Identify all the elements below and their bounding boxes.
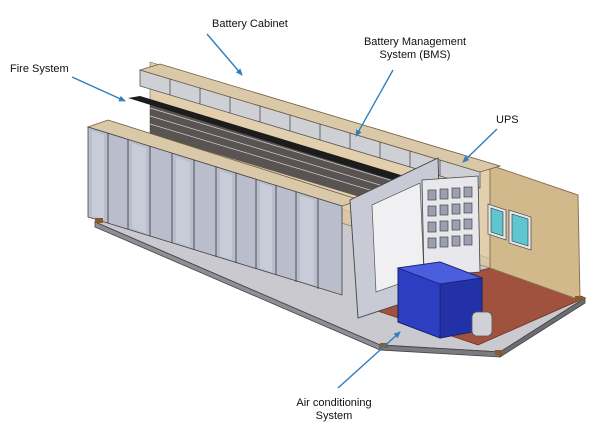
label-bms-line2: System (BMS): [379, 49, 451, 61]
label-battery-cabinet: Battery Cabinet: [212, 18, 288, 30]
front-cabinet-row: [86, 119, 362, 296]
label-bms-line1: Battery Management: [363, 36, 467, 48]
back-cabinet-row: [138, 63, 502, 189]
container-feet: [95, 218, 583, 355]
air-conditioning-unit: [396, 261, 493, 339]
label-air-conditioning: Air conditioning System: [286, 397, 382, 423]
label-ups: UPS: [496, 114, 519, 126]
label-air-line1: Air conditioning: [296, 397, 372, 409]
label-bms: Battery Management System (BMS): [352, 36, 478, 62]
arrow-icon: [71, 33, 498, 389]
fire-system-strip: [128, 96, 470, 200]
window-panels: [487, 203, 532, 251]
label-air-line2: System: [315, 410, 353, 422]
ups-racks: [421, 175, 481, 277]
label-fire-system: Fire System: [10, 63, 69, 75]
